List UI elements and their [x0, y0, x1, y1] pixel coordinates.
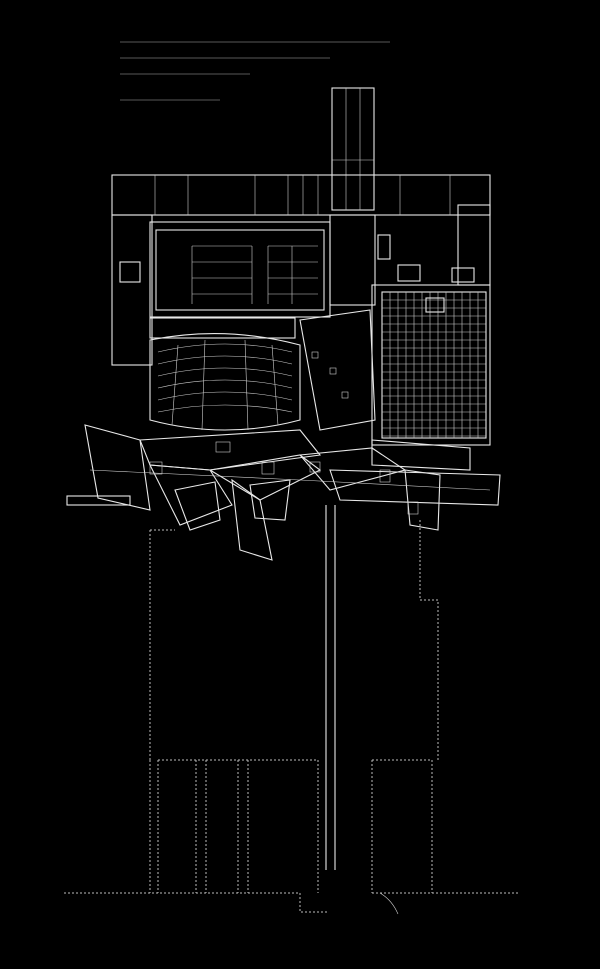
- grid-hall: [371, 284, 491, 446]
- central-corridor: [299, 214, 376, 431]
- ghost-title-block: [120, 41, 390, 101]
- upper-stage-room: [119, 221, 475, 318]
- foyer-geometry: [66, 424, 501, 561]
- south-dashed-courtyard: [64, 520, 520, 915]
- central-spine: [325, 505, 336, 870]
- auditorium-seating: [149, 317, 301, 431]
- vertical-tower: [331, 87, 375, 211]
- building-outline-upper: [111, 174, 491, 366]
